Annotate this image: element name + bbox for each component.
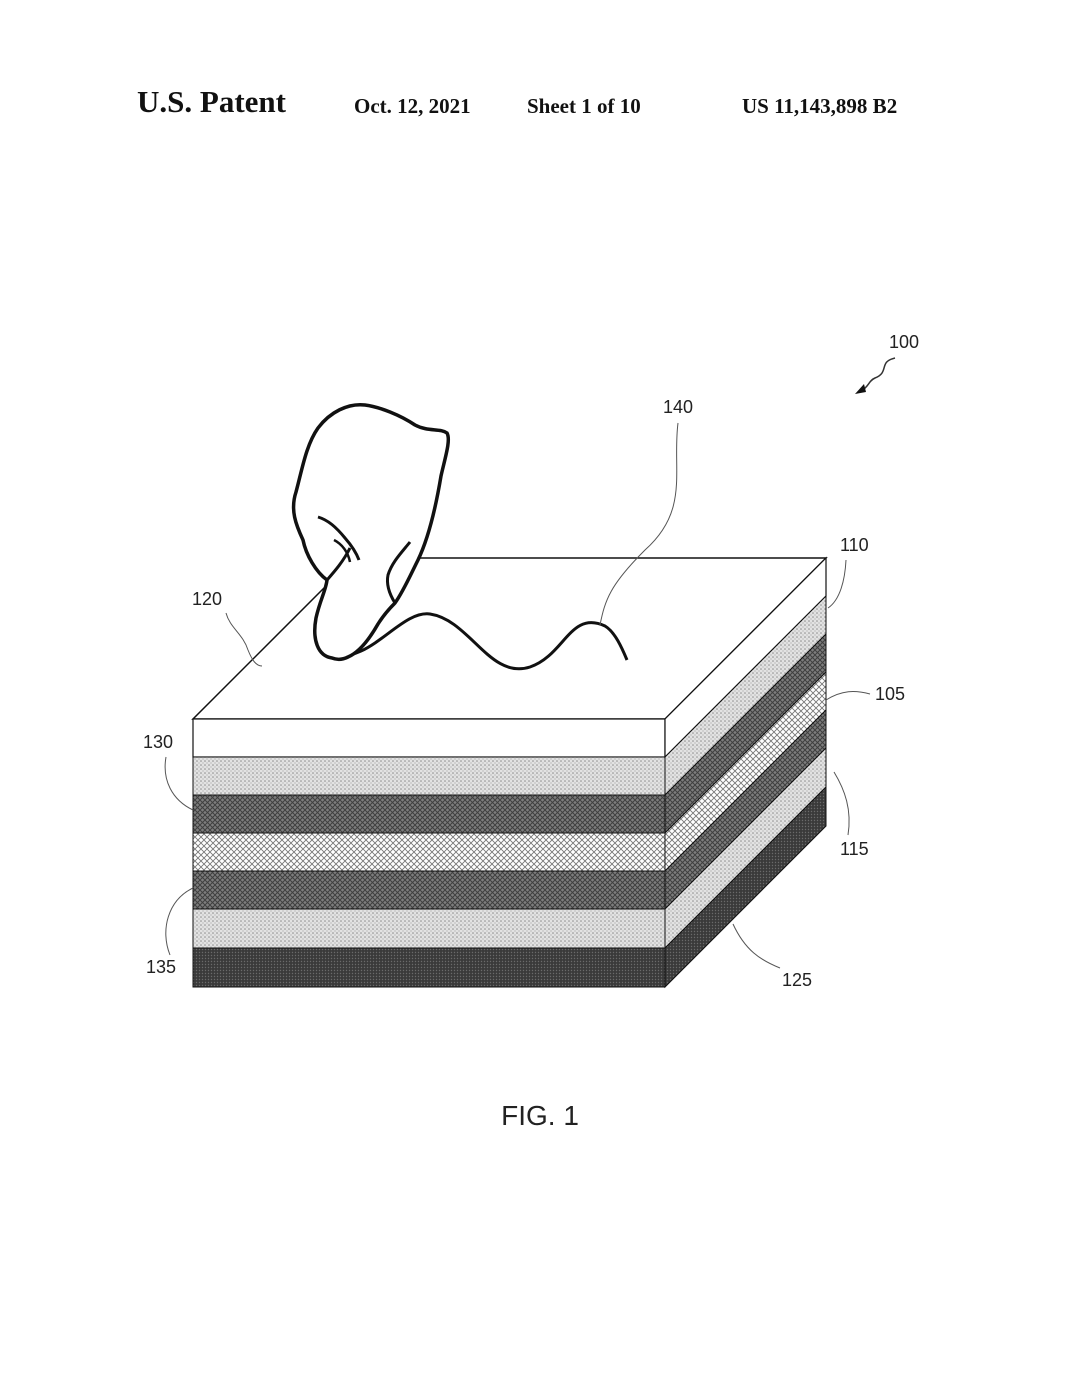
sheet-number: Sheet 1 of 10 bbox=[527, 94, 641, 118]
hand-icon bbox=[291, 403, 451, 662]
patent-number: US 11,143,898 B2 bbox=[742, 94, 898, 118]
layer-light-dots-2 bbox=[192, 908, 666, 949]
ref-110: 110 bbox=[840, 535, 869, 555]
figure-label: FIG. 1 bbox=[501, 1100, 579, 1131]
layer-crosshatch-light bbox=[192, 832, 666, 872]
ref-100: 100 bbox=[889, 332, 919, 352]
ref-120: 120 bbox=[192, 589, 222, 609]
ref-135: 135 bbox=[146, 957, 176, 977]
ref-105: 105 bbox=[875, 684, 905, 704]
arrow-icon bbox=[855, 357, 896, 394]
patent-date: Oct. 12, 2021 bbox=[354, 94, 471, 118]
layer-top-white bbox=[192, 718, 666, 758]
ref-140: 140 bbox=[663, 397, 693, 417]
layer-crosshatch-dark-1 bbox=[192, 794, 666, 834]
patent-office-title: U.S. Patent bbox=[137, 84, 286, 119]
gesture-path bbox=[329, 612, 629, 671]
ref-115: 115 bbox=[840, 839, 869, 859]
side-face-layers bbox=[664, 556, 827, 989]
ref-125: 125 bbox=[782, 970, 812, 990]
front-face-layers bbox=[192, 718, 666, 988]
layer-crosshatch-dark-2 bbox=[192, 870, 666, 910]
ref-130: 130 bbox=[143, 732, 173, 752]
layer-light-dots-1 bbox=[192, 756, 666, 796]
layer-bottom-dark bbox=[192, 947, 666, 988]
